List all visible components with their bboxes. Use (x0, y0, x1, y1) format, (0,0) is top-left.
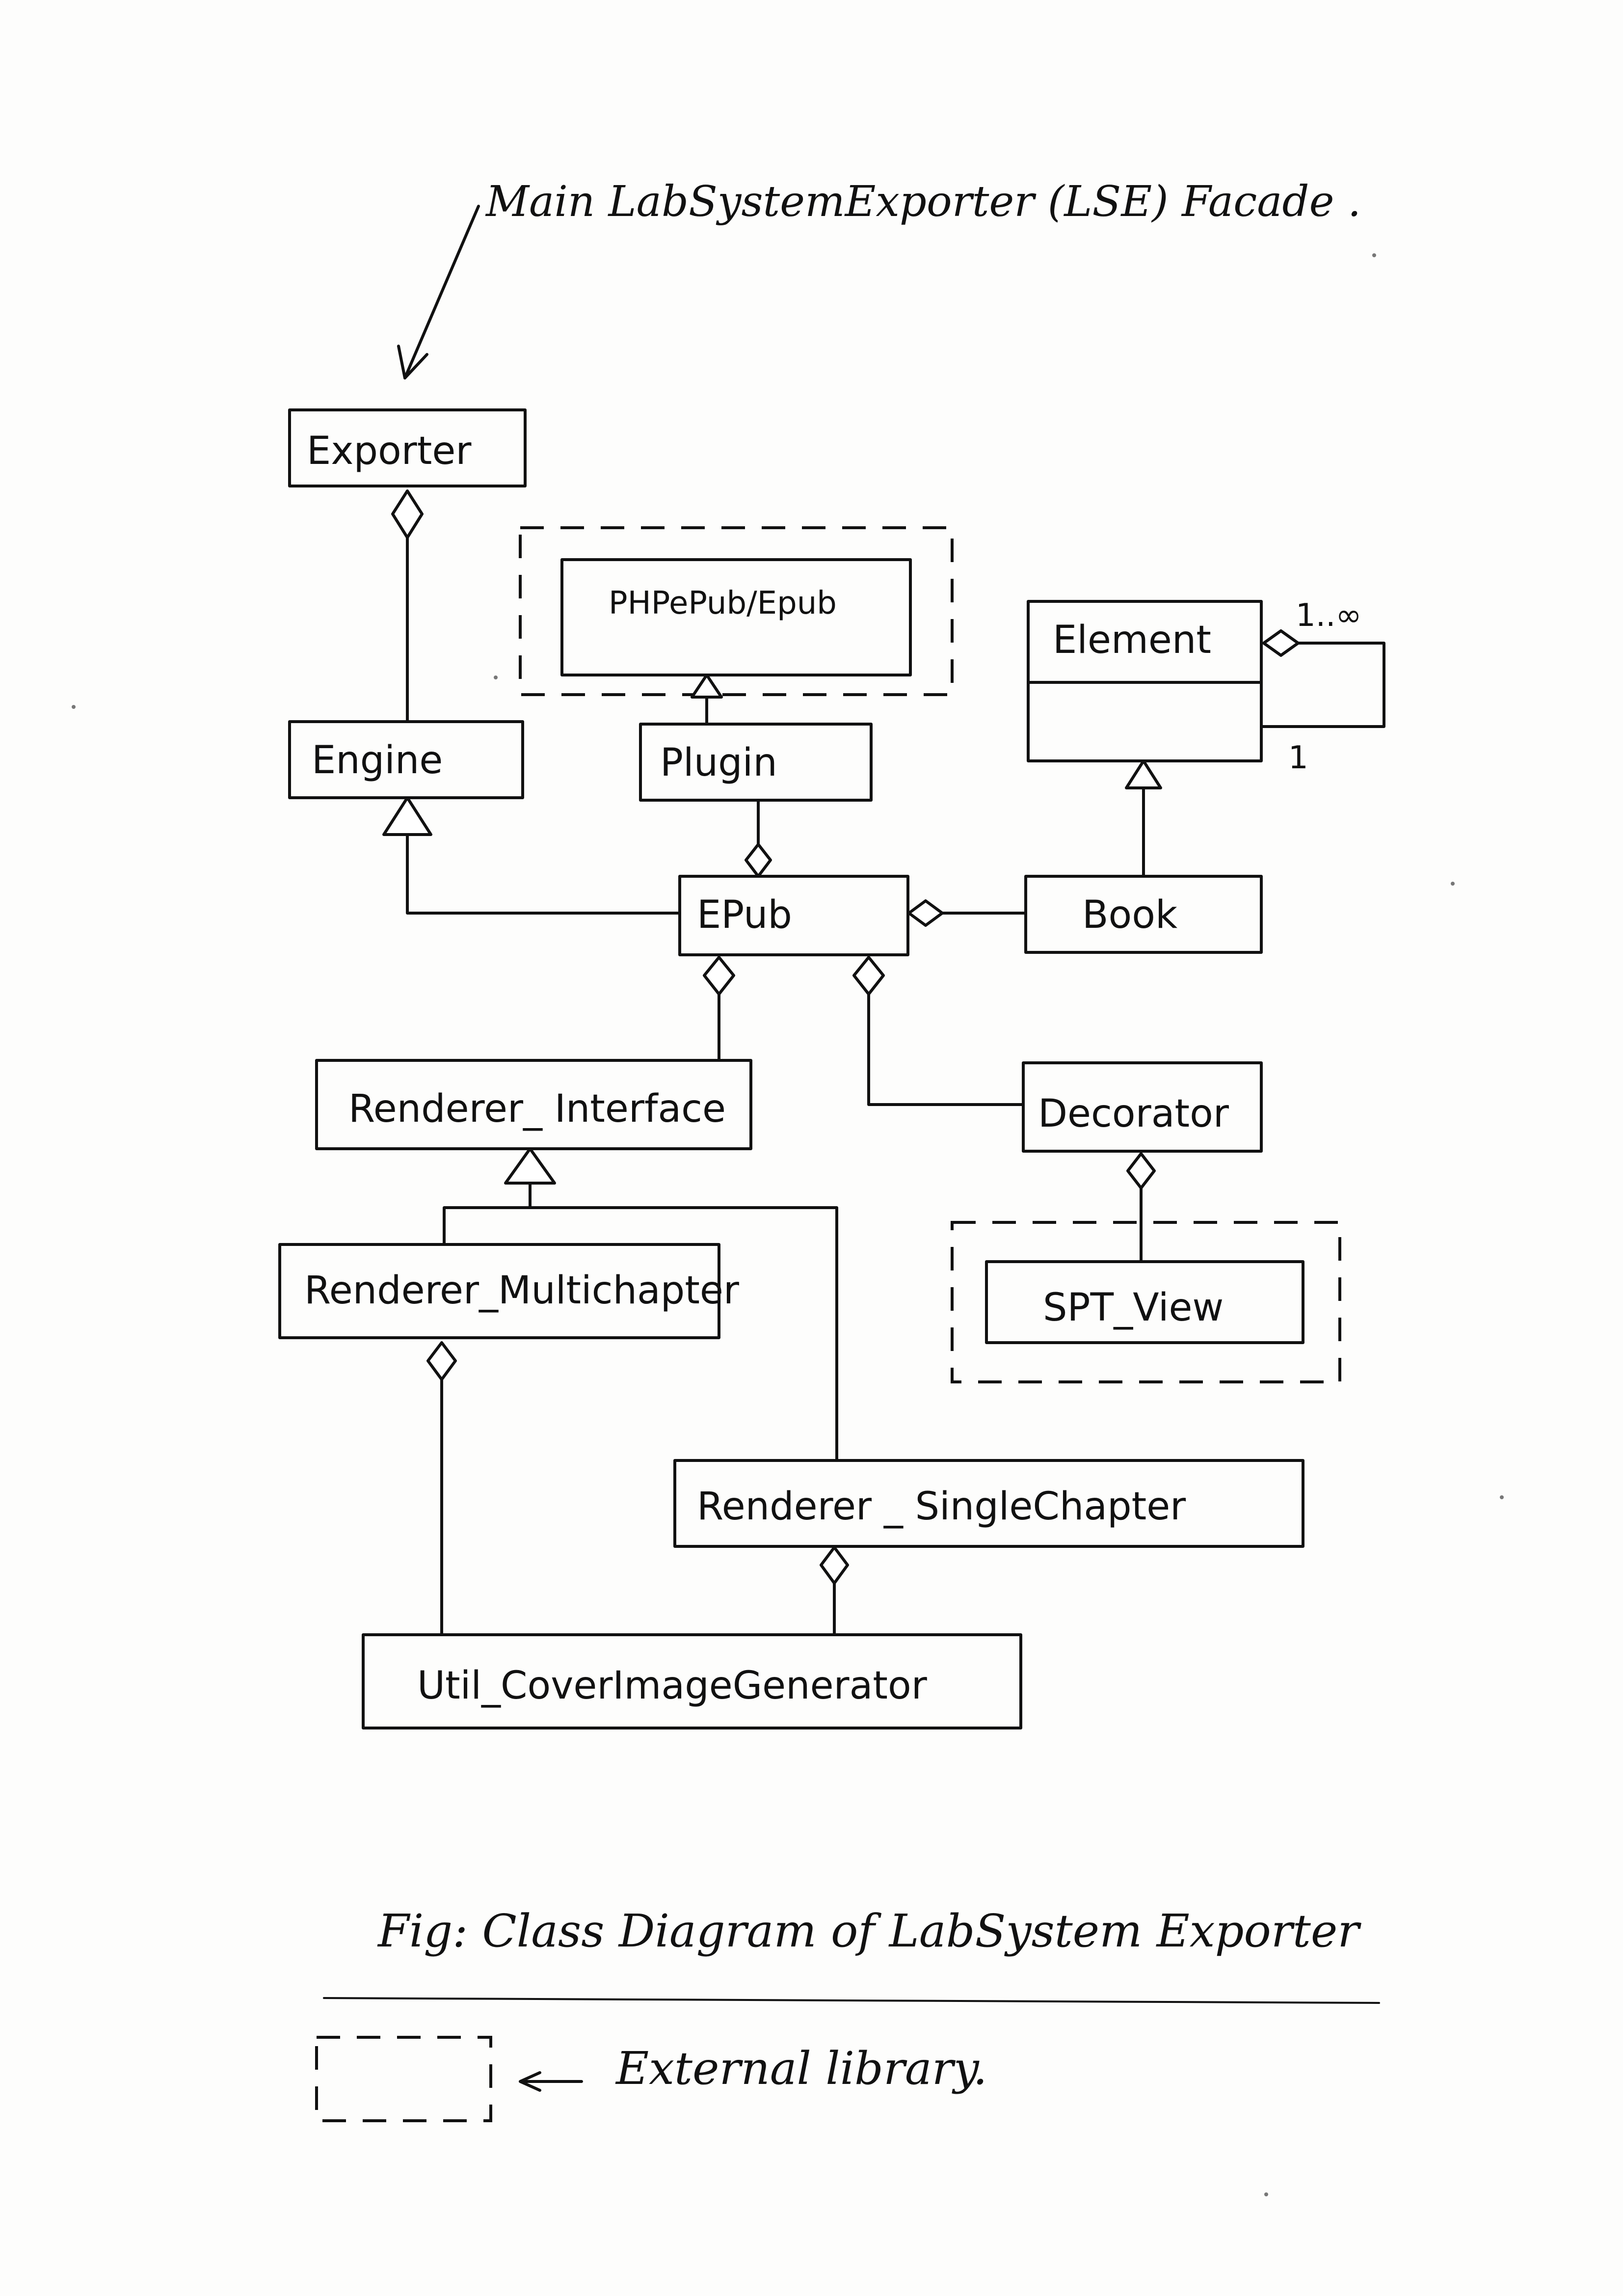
renderer-multichapter-box (278, 1243, 720, 1339)
element-self-association (1260, 642, 1385, 728)
phpepub-label: PHPePub/Epub (609, 585, 837, 621)
spt-view-box (985, 1260, 1304, 1344)
caption-rule (323, 1997, 1380, 2004)
phpepub-box (560, 558, 912, 676)
exporter-box (288, 408, 527, 487)
legend-arrow (519, 2071, 583, 2092)
external-library-boundary (519, 526, 954, 696)
element-label: Element (1053, 618, 1211, 662)
multichapter-util-diamond (426, 1341, 457, 1381)
figure-caption: Fig: Class Diagram of LabSystem Exporter (377, 1905, 1361, 1957)
renderer-interface-box (315, 1059, 752, 1150)
plugin-generalization-arrow (691, 674, 723, 699)
epub-book-diamond (907, 899, 944, 927)
spt-view-label: SPT_View (1043, 1286, 1224, 1330)
book-label: Book (1082, 893, 1177, 937)
plugin-label: Plugin (660, 741, 777, 785)
epub-decorator-diamond (852, 956, 885, 996)
element-self-diamond (1262, 629, 1300, 657)
plugin-epub-diamond (745, 843, 772, 878)
facade-arrow-head (397, 345, 428, 379)
engine-label: Engine (312, 738, 443, 783)
paper-speck (494, 675, 498, 679)
renderer-interface-label: Renderer_ Interface (348, 1087, 726, 1131)
decorator-box (1022, 1061, 1263, 1153)
paper-speck (1264, 2192, 1268, 2196)
renderer-singlechapter-box (673, 1459, 1304, 1548)
renderer-generalization-links (443, 1182, 838, 1462)
decorator-spt-diamond (1126, 1152, 1156, 1189)
paper-speck (1372, 253, 1376, 257)
legend-text: External library. (615, 2042, 987, 2095)
renderer-singlechapter-label: Renderer _ SingleChapter (697, 1485, 1186, 1529)
epub-box (678, 875, 909, 956)
plugin-box (639, 723, 873, 802)
epub-label: EPub (697, 893, 792, 937)
epub-decorator-link (867, 993, 1025, 1106)
engine-generalization-arrow (382, 796, 432, 836)
singlechapter-util-diamond (820, 1546, 849, 1585)
util-coverimage-label: Util_CoverImageGenerator (417, 1664, 928, 1708)
multiplicity-one: 1 (1288, 740, 1308, 776)
paper-speck (1500, 1495, 1504, 1499)
decorator-label: Decorator (1038, 1092, 1229, 1136)
facade-arrow-line (403, 205, 480, 379)
epub-renderer-diamond (703, 956, 735, 996)
facade-note: Main LabSystemExporter (LSE) Facade . (485, 177, 1361, 226)
multiplicity-many: 1..∞ (1296, 597, 1362, 634)
external-library-boundary-spt (951, 1221, 1341, 1383)
renderer-generalization-arrow (504, 1147, 556, 1185)
paper-speck (1451, 882, 1455, 886)
renderer-multichapter-label: Renderer_Multichapter (304, 1269, 740, 1313)
element-generalization-arrow (1125, 759, 1162, 789)
paper-speck (72, 705, 76, 709)
util-coverimage-box (362, 1633, 1022, 1729)
legend-dashed-box (315, 2036, 492, 2122)
exporter-aggregation-diamond (391, 489, 424, 539)
exporter-label: Exporter (307, 429, 472, 473)
epub-engine-link (406, 833, 681, 915)
